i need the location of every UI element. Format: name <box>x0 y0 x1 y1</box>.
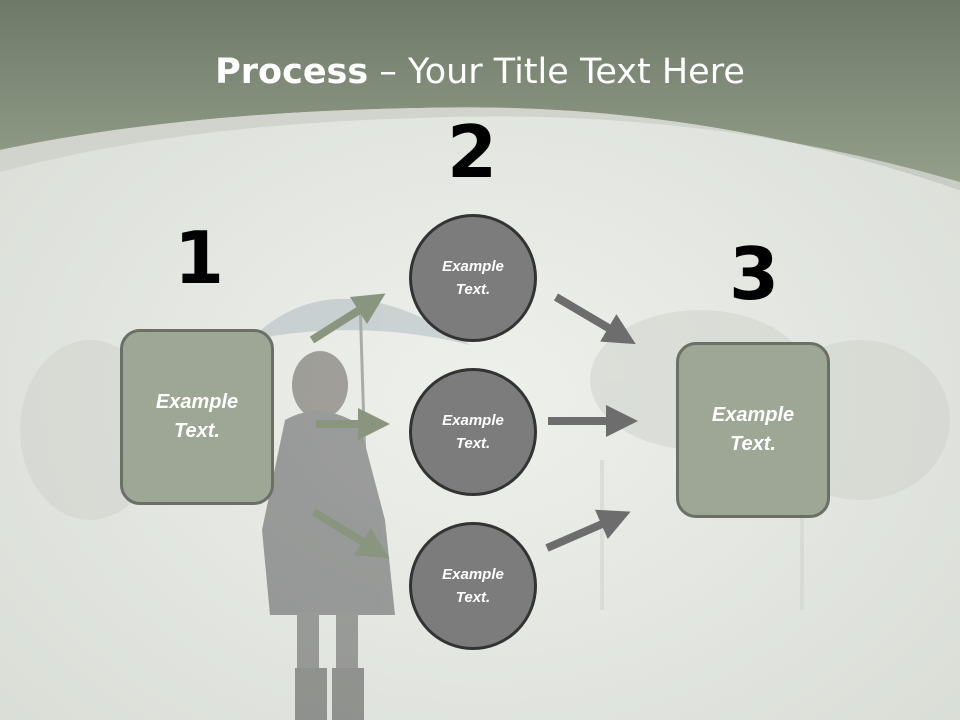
circle-middle-text: Example Text. <box>442 412 504 452</box>
step-number-1: 1 <box>173 216 225 300</box>
title-bold: Process <box>215 52 369 92</box>
left-box: Example Text. <box>120 329 274 505</box>
right-box: Example Text. <box>676 342 830 518</box>
slide-title: Process – Your Title Text Here <box>0 52 960 92</box>
circle-bottom-text: Example Text. <box>442 566 504 606</box>
circle-bottom: Example Text. <box>409 522 537 650</box>
circle-top: Example Text. <box>409 214 537 342</box>
title-rest: – Your Title Text Here <box>368 52 745 92</box>
right-box-text: Example Text. <box>711 404 795 455</box>
circle-middle: Example Text. <box>409 368 537 496</box>
circle-top-text: Example Text. <box>442 258 504 298</box>
step-number-2: 2 <box>446 110 498 194</box>
left-box-text: Example Text. <box>155 391 239 442</box>
step-number-3: 3 <box>728 232 780 316</box>
